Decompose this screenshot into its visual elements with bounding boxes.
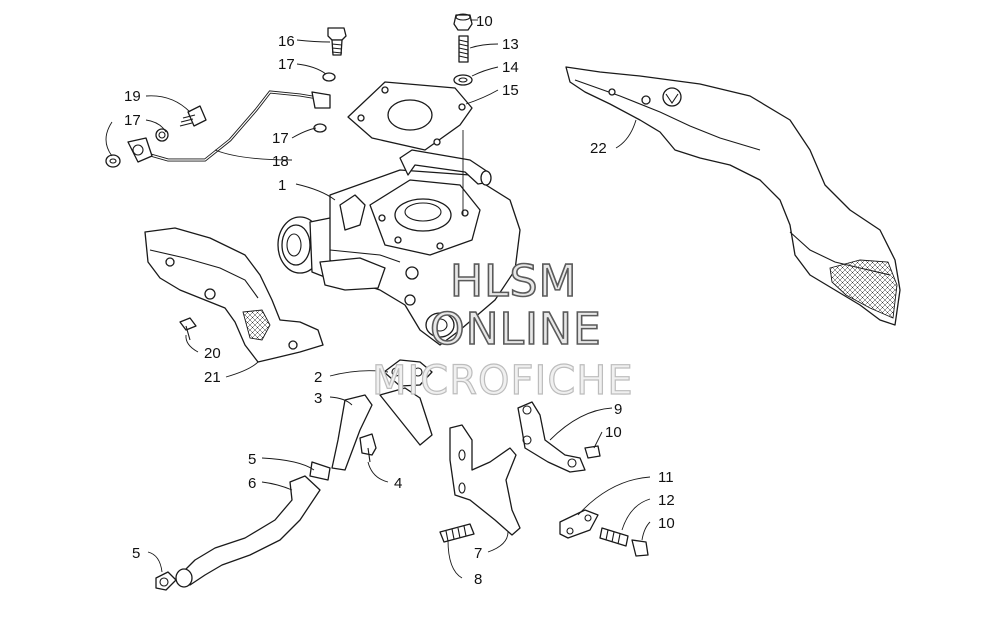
- callout-21: 21: [204, 369, 221, 386]
- callout-8: 8: [474, 571, 482, 588]
- callout-5b: 5: [132, 545, 140, 562]
- watermark-line3: MICROFICHE: [372, 358, 634, 404]
- callout-9: 9: [614, 401, 622, 418]
- stud-nut-stack: [453, 13, 473, 215]
- callout-12: 12: [658, 492, 675, 509]
- drain-pipe-assy: [331, 359, 433, 471]
- heat-shield-upper: [565, 66, 901, 326]
- callout-17c: 17: [272, 130, 289, 147]
- callout-17b: 17: [124, 112, 141, 129]
- bolt-20: [179, 317, 197, 341]
- callout-18: 18: [272, 153, 289, 170]
- callout-2: 2: [314, 369, 322, 386]
- oil-line: [105, 90, 331, 168]
- heat-shield-left: [144, 227, 324, 363]
- callout-10a: 10: [605, 424, 622, 441]
- callout-19: 19: [124, 88, 141, 105]
- watermark: HLSM ONLINE MICROFICHE: [371, 255, 634, 404]
- callout-1: 1: [278, 177, 286, 194]
- callout-15: 15: [502, 82, 519, 99]
- bolt-16: [313, 27, 347, 133]
- callout-11: 11: [658, 469, 674, 486]
- callout-labels: 1 2 3 4 5 5 6 7 8 9 10 10 10 11 12 13 14…: [124, 13, 675, 588]
- callout-17a: 17: [278, 56, 295, 73]
- bracket-9: [517, 401, 649, 557]
- bracket-7: [439, 424, 521, 543]
- callout-10c: 10: [658, 515, 675, 532]
- callout-14: 14: [502, 59, 519, 76]
- watermark-line1: HLSM: [450, 256, 578, 307]
- turbocharger: [277, 149, 521, 346]
- callout-13: 13: [502, 36, 519, 53]
- leader-lines: [105, 19, 651, 579]
- callout-20: 20: [204, 345, 221, 362]
- callout-4: 4: [394, 475, 402, 492]
- callout-22: 22: [590, 140, 607, 157]
- hose-6: [155, 461, 331, 591]
- watermark-line2: ONLINE: [430, 304, 602, 355]
- callout-6: 6: [248, 475, 256, 492]
- callout-3: 3: [314, 390, 322, 407]
- gasket-upper: [347, 81, 473, 151]
- callout-7: 7: [474, 545, 482, 562]
- callout-16: 16: [278, 33, 295, 50]
- callout-10b: 10: [476, 13, 493, 30]
- callout-5a: 5: [248, 451, 256, 468]
